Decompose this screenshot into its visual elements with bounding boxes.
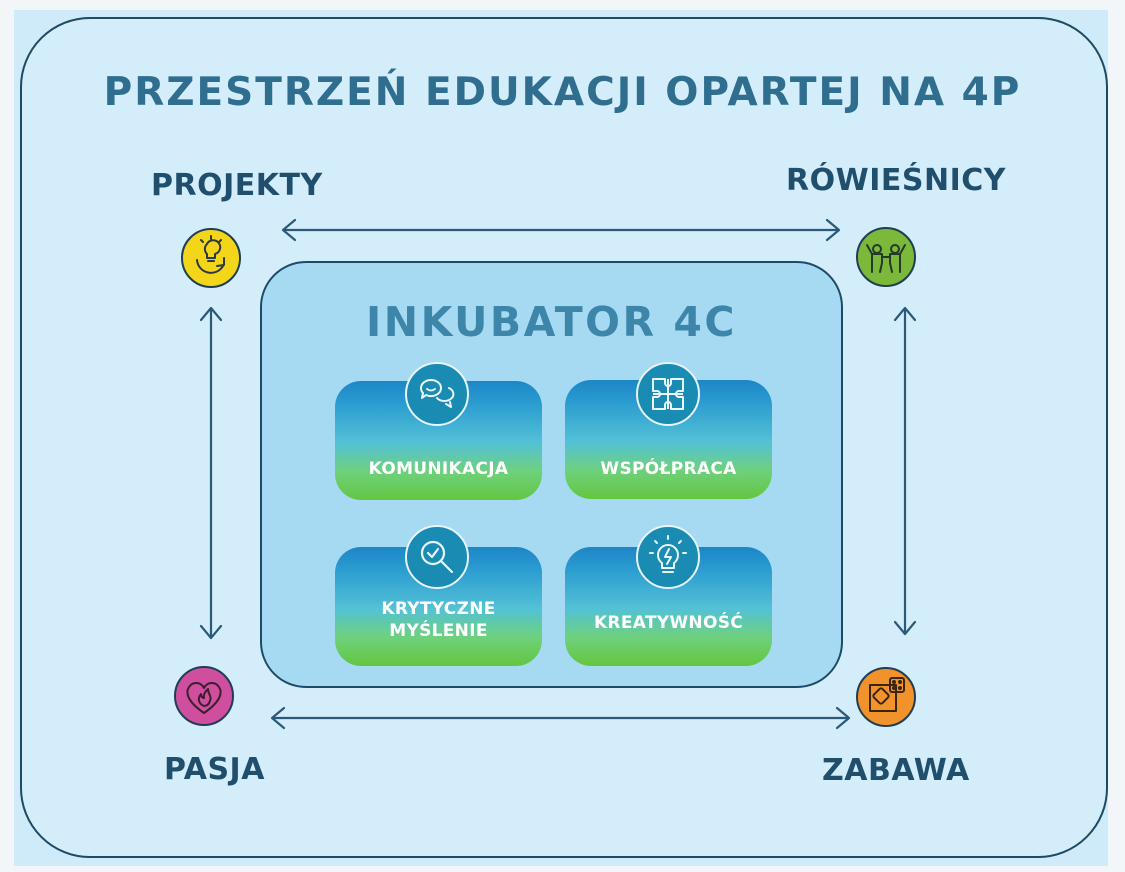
game-dice-icon — [869, 677, 905, 712]
main-title: PRZESTRZEŃ EDUKACJI OPARTEJ NA 4P — [103, 70, 1022, 115]
pillar-zabawa-badge — [856, 667, 916, 727]
pillar-projekty-badge — [181, 228, 241, 288]
wspolpraca-badge — [636, 362, 700, 426]
chat-bubbles-icon — [420, 379, 455, 408]
skill-card-krytyczne-myslenie: KRYTYCZNE MYŚLENIE — [335, 547, 542, 666]
pillar-label-projekty: PROJEKTY — [151, 168, 323, 203]
heart-flame-icon — [186, 682, 222, 714]
puzzle-icon — [652, 378, 684, 410]
pillar-rowiesnicy-badge — [856, 227, 916, 287]
magnifier-check-icon — [420, 540, 454, 574]
pillar-pasja-badge — [174, 666, 234, 726]
kreatywnosc-badge — [636, 525, 700, 589]
bulb-spark-icon — [649, 535, 687, 573]
skill-label-wspolpraca: WSPÓŁPRACA — [600, 459, 737, 479]
skill-label-myslenie: MYŚLENIE — [389, 621, 488, 641]
pillar-label-rowiesnicy: RÓWIEŚNICY — [786, 163, 1006, 198]
komunikacja-badge — [405, 362, 469, 426]
incubator-title: INKUBATOR 4C — [366, 298, 737, 346]
skill-label-krytyczne: KRYTYCZNE — [381, 599, 496, 619]
pillar-label-pasja: PASJA — [164, 752, 265, 787]
skill-label-komunikacja: KOMUNIKACJA — [368, 459, 509, 479]
children-icon — [866, 244, 906, 273]
lightbulb-arrow-icon — [196, 235, 225, 274]
krytyczne-myslenie-badge — [405, 525, 469, 589]
skill-label-kreatywnosc: KREATYWNOŚĆ — [593, 613, 744, 633]
pillar-label-zabawa: ZABAWA — [822, 753, 970, 788]
